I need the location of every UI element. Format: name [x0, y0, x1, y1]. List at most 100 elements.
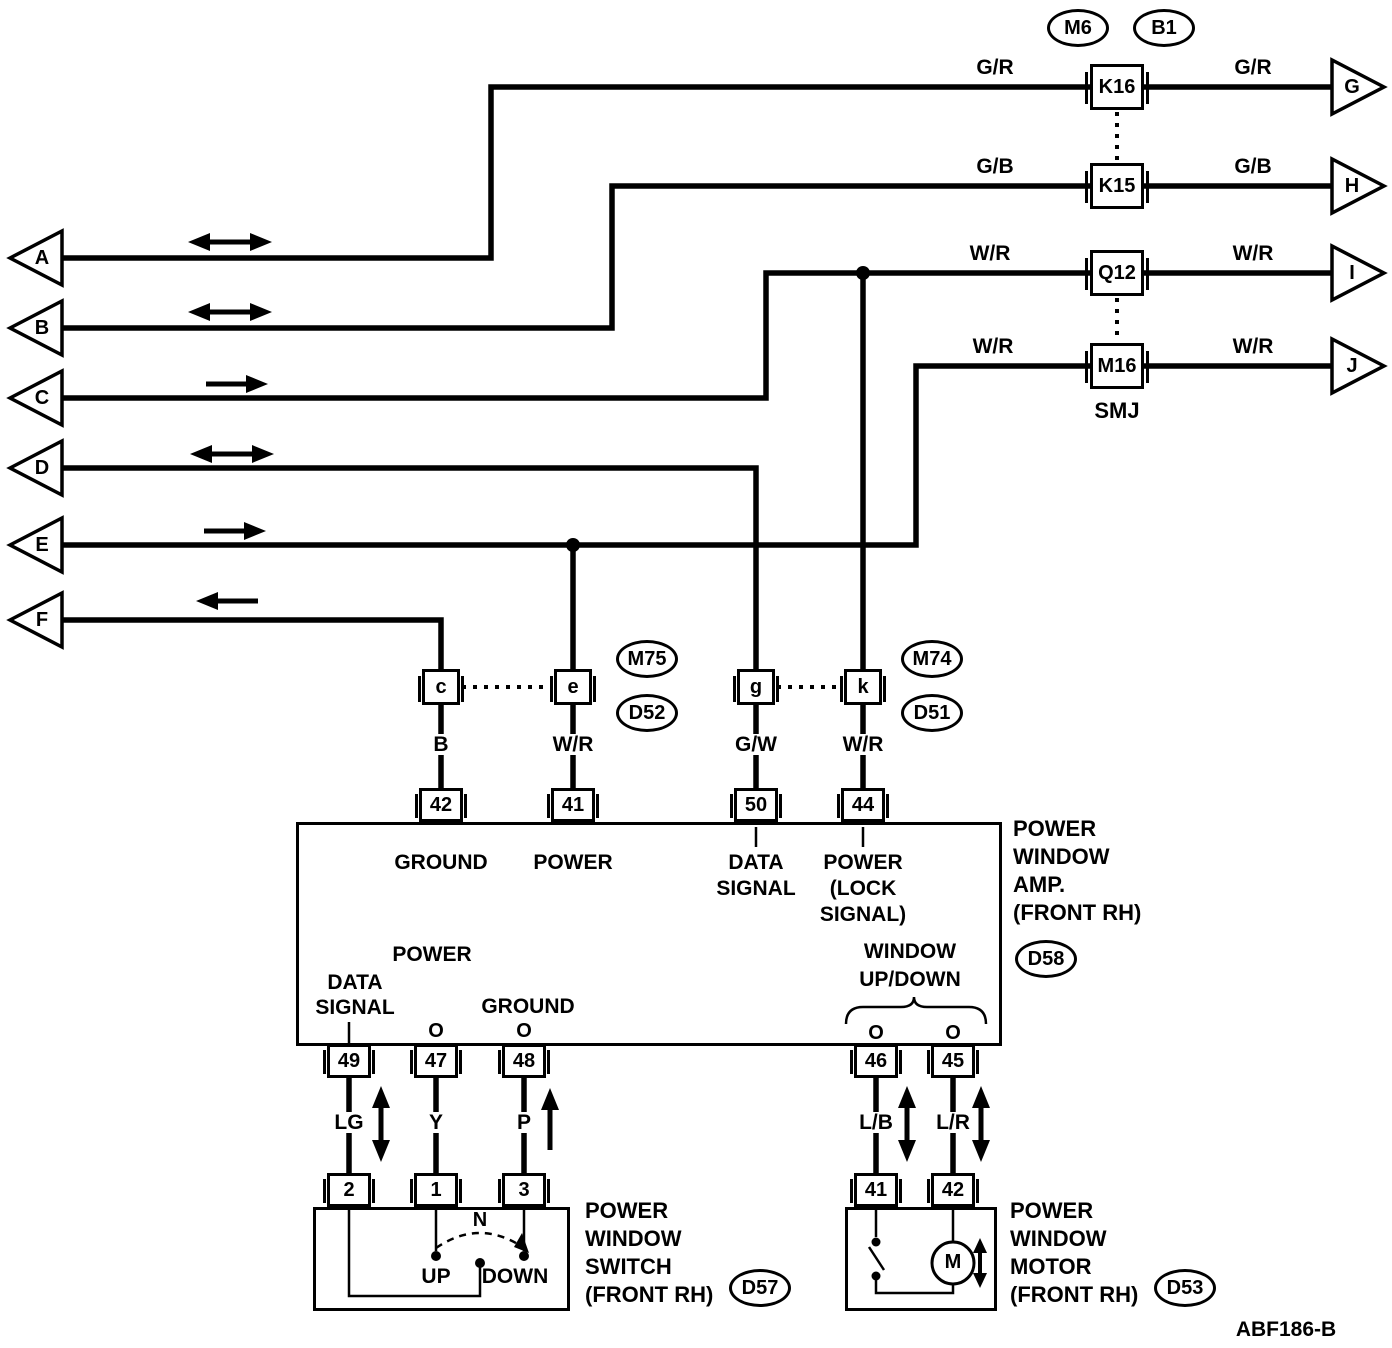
connector-oval-d57: D57 — [729, 1269, 791, 1307]
amp-pin-function-label: DATA — [327, 971, 383, 994]
wire-color-label: W/R — [548, 734, 598, 755]
motor-pin-42: 42 — [927, 1173, 979, 1207]
harness-arrow-e: E — [35, 534, 49, 556]
connector-oval-d52: D52 — [616, 694, 678, 732]
motor-circle — [930, 1240, 976, 1286]
harness-arrow-d: D — [34, 457, 50, 479]
smj-label: SMJ — [1094, 398, 1140, 423]
wire-color-label: W/R — [972, 335, 1014, 358]
wire-a-to-k16 — [62, 84, 1090, 261]
wire-e-to-m16 — [62, 363, 1090, 548]
switch-travel-arc — [435, 1231, 525, 1250]
switch-title: POWER WINDOW SWITCH (FRONT RH) — [585, 1197, 713, 1309]
triangle-c — [6, 368, 64, 428]
smj-connector-k15: K15 — [1085, 163, 1149, 209]
motor-title-line: MOTOR — [1010, 1254, 1092, 1279]
switch-title-line: (FRONT RH) — [585, 1282, 714, 1307]
connector-oval-m74: M74 — [901, 640, 963, 678]
switch-pin-2: 2 — [323, 1173, 375, 1207]
switch-pin-3: 3 — [498, 1173, 550, 1207]
wire-color-label: G/W — [731, 734, 781, 755]
motor-direction-arrow — [973, 1238, 987, 1288]
wire-color-label: W/R — [1232, 242, 1274, 265]
connector-oval-d51: D51 — [901, 694, 963, 732]
wire-c-to-q12 — [62, 270, 1090, 401]
triangle-e — [6, 515, 64, 575]
amp-pin-42: 42 — [415, 788, 467, 822]
triangle-b — [6, 298, 64, 358]
terminal-o-mark: O — [516, 1020, 532, 1042]
triangle-f — [6, 590, 64, 650]
wire-color-label: G/R — [1234, 56, 1272, 79]
motor-title-line: POWER — [1010, 1198, 1094, 1223]
wire-color-label: G/B — [976, 155, 1014, 178]
switch-arc-arrowhead — [514, 1233, 529, 1253]
connector-dotted-links — [462, 112, 1119, 689]
wire-color-label: P — [512, 1112, 536, 1133]
wire-color-label: W/R — [1232, 335, 1274, 358]
terminal-o-mark: O — [428, 1020, 444, 1042]
switch-pin-1: 1 — [410, 1173, 462, 1207]
switch-common-dot — [475, 1258, 485, 1268]
switch-up-contact-dot — [431, 1251, 441, 1261]
junction-dot-power — [566, 538, 580, 552]
amp-title-line: (FRONT RH) — [1013, 900, 1142, 925]
switch-up-label: UP — [421, 1265, 451, 1288]
amp-pin-48: 48 — [498, 1044, 550, 1078]
motor-pin-41: 41 — [850, 1173, 902, 1207]
motor-m-label: M — [944, 1251, 962, 1273]
triangle-h — [1330, 156, 1388, 216]
triangle-d — [6, 438, 64, 498]
smj-connector-k16: K16 — [1085, 64, 1149, 110]
triangle-i — [1330, 243, 1388, 303]
terminal-o-mark: O — [868, 1022, 884, 1044]
smj-connector-q12: Q12 — [1085, 250, 1149, 296]
power-window-switch-box — [313, 1207, 570, 1311]
connector-oval-b1: B1 — [1133, 9, 1195, 47]
switch-neutral-label: N — [472, 1209, 488, 1231]
smj-connector-m16: M16 — [1085, 343, 1149, 389]
contact-dots — [431, 1237, 881, 1281]
harness-triangles — [6, 57, 1388, 650]
wire-color-label: L/B — [855, 1112, 897, 1133]
amp-pin-function-label: UP/DOWN — [859, 968, 961, 991]
diagram-code: ABF186-B — [1235, 1318, 1337, 1341]
amp-pin-function-label: WINDOW — [863, 940, 957, 963]
wire-d-to-g-pin — [62, 465, 759, 669]
switch-title-line: WINDOW — [585, 1226, 682, 1251]
junction-dot-wr — [856, 266, 870, 280]
amp-pin-function-label: SIGNAL — [315, 996, 395, 1019]
amp-pin-function-label: POWER — [823, 851, 903, 874]
wire-color-label: W/R — [969, 242, 1011, 265]
wire-color-label: LG — [330, 1112, 368, 1133]
wire-color-label: B — [429, 734, 453, 755]
wire-color-label: G/B — [1234, 155, 1272, 178]
triangle-j — [1330, 336, 1388, 396]
switch-down-label: DOWN — [481, 1265, 549, 1288]
connector-oval-d58: D58 — [1015, 940, 1077, 978]
connector-pin-e: e — [550, 669, 596, 705]
triangle-a — [6, 228, 64, 288]
harness-arrow-c: C — [34, 387, 50, 409]
amp-pin-47: 47 — [410, 1044, 462, 1078]
amp-pin-function-label: SIGNAL — [716, 877, 796, 900]
motor-title-line: (FRONT RH) — [1010, 1282, 1139, 1307]
amp-title-line: AMP. — [1013, 872, 1066, 897]
switch-down-contact-dot — [519, 1251, 529, 1261]
harness-arrow-f: F — [35, 609, 49, 631]
power-window-amp-box — [296, 822, 1002, 1046]
harness-arrow-h: H — [1344, 175, 1360, 197]
amp-pin-49: 49 — [323, 1044, 375, 1078]
connector-pin-k: k — [840, 669, 886, 705]
amp-pin-function-label: GROUND — [394, 851, 488, 874]
component-internals — [347, 827, 988, 1298]
connector-oval-d53: D53 — [1154, 1269, 1216, 1307]
window-updown-brace — [844, 996, 988, 1025]
amp-pin-function-label: POWER — [392, 943, 472, 966]
wire-color-label: L/R — [932, 1112, 974, 1133]
connector-oval-m6: M6 — [1047, 9, 1109, 47]
wire-color-label: G/R — [976, 56, 1014, 79]
amp-pin-function-label: POWER — [533, 851, 613, 874]
